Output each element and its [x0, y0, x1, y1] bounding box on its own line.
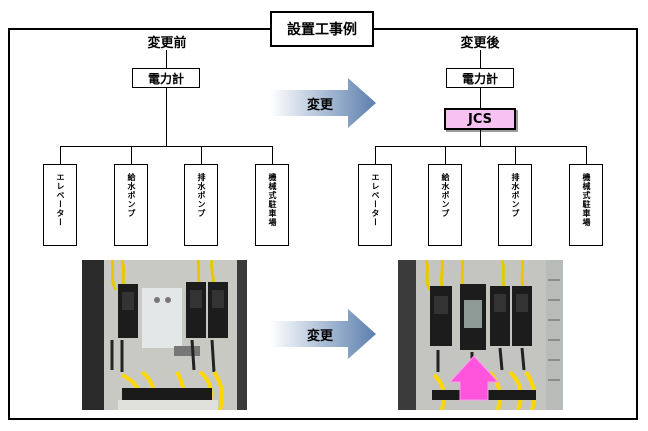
- after-load-drain-pump: 排水ポンプ: [498, 164, 532, 246]
- connector-line: [586, 146, 587, 164]
- after-panel-photo: [398, 260, 563, 410]
- connector-line: [480, 50, 481, 68]
- connector-line: [480, 130, 481, 146]
- connector-line: [166, 88, 167, 146]
- after-power-meter: 電力計: [446, 68, 514, 88]
- after-load-elevator: エレベーター: [358, 164, 392, 246]
- connector-line: [480, 88, 481, 108]
- connector-line: [60, 146, 61, 164]
- before-panel-photo: [82, 260, 247, 410]
- load-label: 給水ポンプ: [441, 173, 450, 218]
- connector-line: [375, 146, 376, 164]
- before-load-drain-pump: 排水ポンプ: [184, 164, 218, 246]
- connector-line: [445, 146, 446, 164]
- jcs-device: JCS: [444, 108, 516, 130]
- change-label-top: 変更: [307, 98, 334, 113]
- branch-line: [60, 146, 273, 147]
- before-load-elevator: エレベーター: [43, 164, 77, 246]
- before-load-mechanical-parking: 機械式駐車場: [255, 164, 289, 246]
- before-load-water-supply-pump: 給水ポンプ: [114, 164, 148, 246]
- load-label: エレベーター: [371, 173, 380, 227]
- after-load-water-supply-pump: 給水ポンプ: [428, 164, 462, 246]
- load-label: 給水ポンプ: [127, 173, 136, 218]
- branch-line: [375, 146, 587, 147]
- change-arrow-bottom: [270, 309, 376, 359]
- diagram-title: 設置工事例: [270, 11, 374, 47]
- connector-line: [201, 146, 202, 164]
- after-load-mechanical-parking: 機械式駐車場: [569, 164, 603, 246]
- connector-line: [272, 146, 273, 164]
- load-label: 排水ポンプ: [511, 173, 520, 218]
- load-label: エレベーター: [56, 173, 65, 227]
- load-label: 機械式駐車場: [268, 173, 277, 227]
- before-power-meter: 電力計: [132, 68, 200, 88]
- change-arrow-top: [270, 78, 376, 128]
- connector-line: [131, 146, 132, 164]
- connector-line: [166, 50, 167, 68]
- highlight-arrow: [448, 355, 500, 401]
- connector-line: [515, 146, 516, 164]
- load-label: 排水ポンプ: [197, 173, 206, 218]
- before-caption: 変更前: [147, 36, 187, 51]
- load-label: 機械式駐車場: [582, 173, 591, 227]
- after-caption: 変更後: [460, 36, 500, 51]
- change-label-bottom: 変更: [307, 329, 334, 344]
